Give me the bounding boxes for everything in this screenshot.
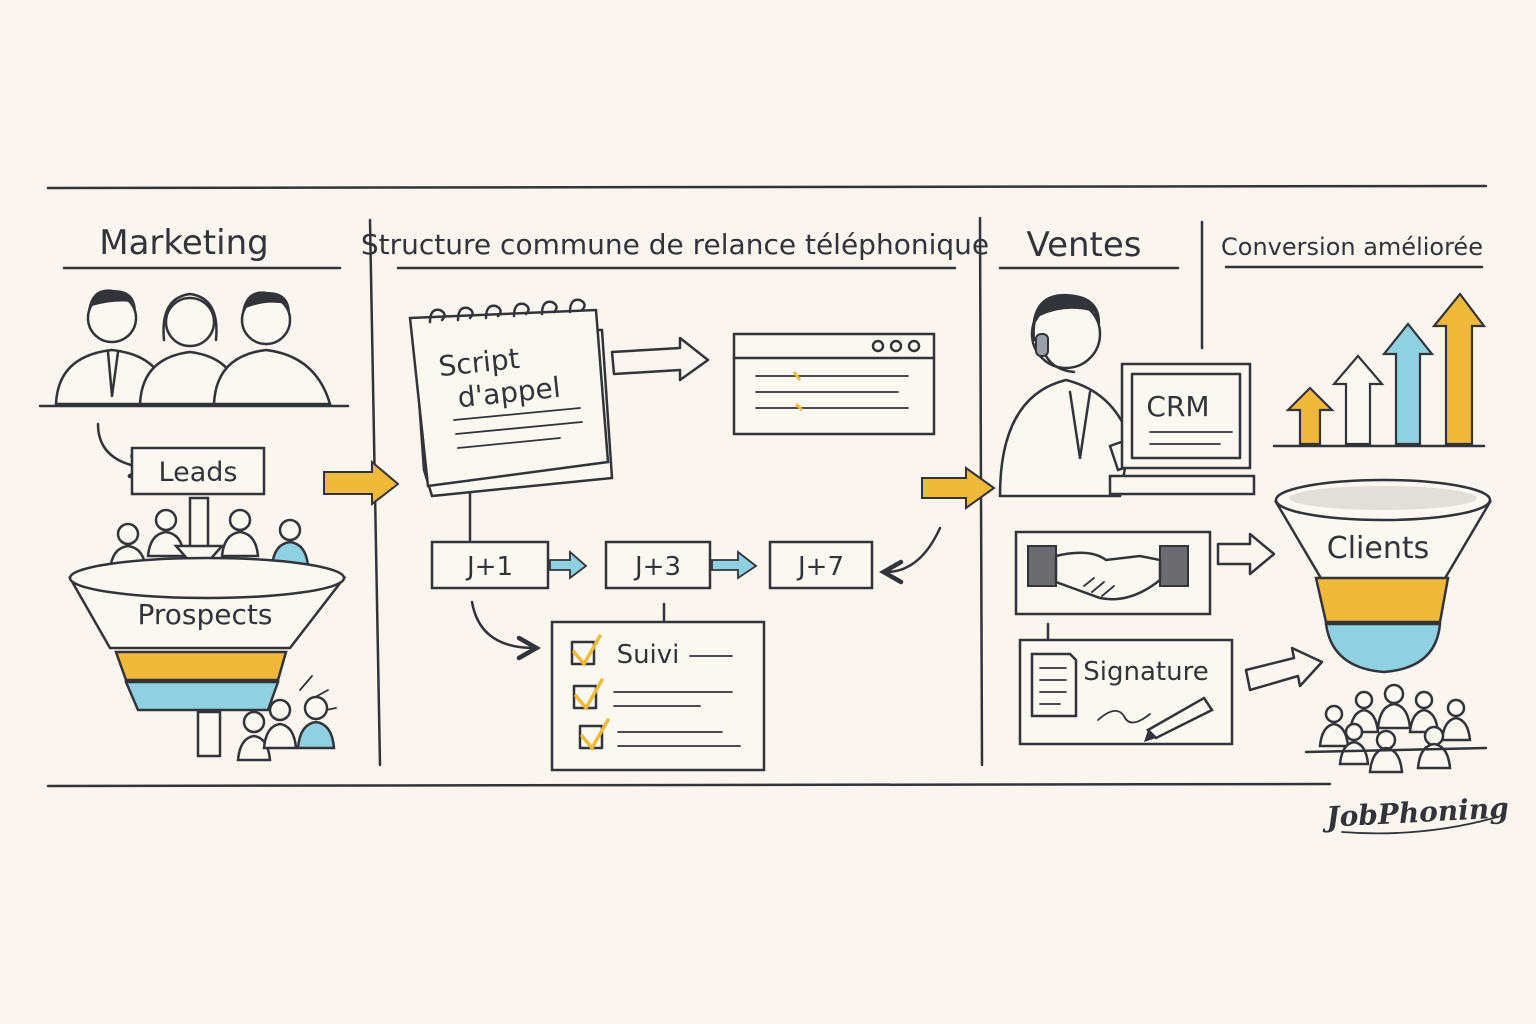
- step-j7: J+7: [796, 552, 844, 582]
- clients-label: Clients: [1327, 531, 1429, 566]
- suivi-label: Suivi: [617, 640, 680, 670]
- crm-label: CRM: [1146, 390, 1209, 423]
- pen-icon: [1144, 696, 1214, 742]
- marketing-people-icon: [38, 289, 350, 408]
- step-j3: J+3: [633, 552, 681, 582]
- brand-logo: JobPhoning: [1321, 791, 1510, 834]
- arrow-to-browser: [610, 336, 710, 382]
- yellow-arrow-2: [921, 466, 996, 510]
- header-marketing: Marketing: [99, 223, 268, 263]
- crowd-icon: [1304, 683, 1488, 774]
- arrow-to-clients-2: [1244, 646, 1324, 692]
- handshake-icon: [1014, 530, 1212, 616]
- marketing-prospects-text: Prospects: [138, 598, 273, 631]
- clients-funnel-icon: Clients: [1273, 478, 1493, 674]
- section-headers: Marketing Structure commune de relance t…: [62, 223, 1484, 270]
- signature-label: Signature: [1083, 657, 1208, 687]
- header-ventes: Ventes: [1026, 225, 1141, 265]
- followup-timeline: J+1 J+3 J+7: [430, 540, 874, 590]
- growth-arrows-icon: [1272, 292, 1487, 448]
- document-icon: [1030, 652, 1078, 718]
- script-notepad-icon: Script d'appel: [408, 298, 614, 498]
- arrow-to-clients-1: [1216, 532, 1276, 576]
- marketing-leads-text: Leads: [159, 457, 238, 488]
- suivi-checklist-icon: Suivi: [550, 620, 766, 772]
- header-conversion: Conversion améliorée: [1221, 233, 1483, 261]
- computer-icon: CRM: [1108, 362, 1256, 496]
- yellow-arrow-1: [323, 459, 400, 507]
- signature-box: Signature: [1018, 638, 1234, 746]
- prospects-funnel-icon: Prospects: [67, 496, 347, 762]
- browser-window-icon: [732, 332, 936, 436]
- brand-underline: [1341, 817, 1495, 835]
- header-structure: Structure commune de relance téléphoniqu…: [361, 228, 989, 261]
- leads-box: Leads: [130, 446, 266, 496]
- step-j1: J+1: [465, 552, 513, 582]
